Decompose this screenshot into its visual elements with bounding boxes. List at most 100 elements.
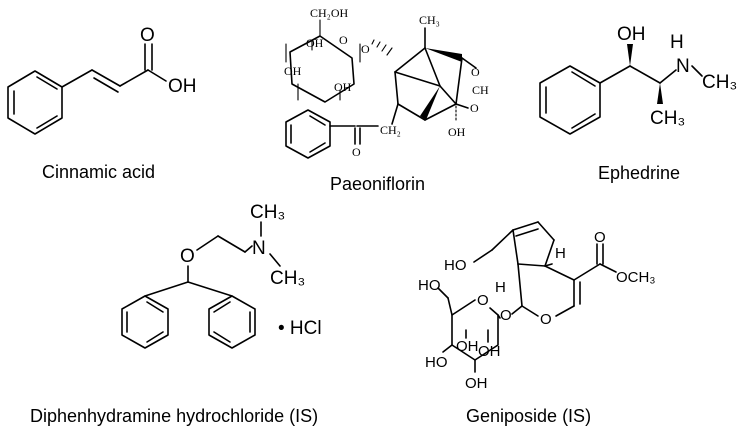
geniposide-ho-ch2-label: HO (418, 277, 441, 294)
diphenhydramine-bond (217, 235, 246, 253)
geniposide-sugar-ring-o-label: O (477, 292, 489, 309)
geniposide-bond (512, 221, 539, 231)
geniposide-bond (544, 239, 555, 267)
paeoniflorin-cage-bond (394, 71, 399, 105)
paeoniflorin-ketone-o-label: O (352, 145, 361, 159)
geniposide-bond (573, 263, 601, 281)
paeoniflorin-ring-double-bond (309, 115, 326, 126)
ephedrine-bond (691, 65, 703, 77)
geniposide-ho-c-label: HO (425, 354, 448, 371)
geniposide-bond (512, 229, 519, 265)
paeoniflorin-caption: Paeoniflorin (330, 174, 425, 194)
geniposide-glycosidic-o-label: O (500, 307, 512, 324)
geniposide-oh-d-label: OH (465, 375, 488, 392)
diphenhydramine-structure: O N CH₃ CH₃ • HCl (121, 202, 322, 349)
ephedrine-bond (629, 65, 661, 84)
paeoniflorin-cage-bond (397, 103, 426, 121)
paeoniflorin-wedge-bond (420, 86, 440, 120)
cinnamic-ring-double-bond (36, 115, 58, 129)
geniposide-bond (491, 229, 514, 251)
ephedrine-ring-double-bond (571, 71, 596, 87)
diphenhydramine-ring-double-bond (146, 301, 164, 313)
paeoniflorin-cage-bond (424, 103, 457, 121)
diphenhydramine-bond (244, 245, 253, 253)
cinnamic-bond (119, 69, 149, 87)
geniposide-ho-top-label: HO (444, 257, 467, 274)
paeoniflorin-ring-double-bond (309, 142, 326, 153)
diphenhydramine-methyl-right-label: CH₃ (270, 268, 305, 289)
ephedrine-caption: Ephedrine (598, 163, 680, 183)
paeoniflorin-methyl-label: CH₃ (419, 13, 440, 27)
ephedrine-ring-double-bond (571, 113, 596, 129)
ephedrine-bond (659, 69, 677, 84)
geniposide-oh-a-label: OH (456, 338, 479, 355)
ephedrine-amine-h-label: H (670, 32, 684, 53)
paeoniflorin-glycosidic-o-label: O (361, 42, 370, 56)
cinnamic-hydroxyl-label: OH (168, 76, 197, 97)
diphenhydramine-salt-label: • HCl (278, 318, 322, 339)
geniposide-bond (521, 305, 539, 317)
diphenhydramine-caption: Diphenhydramine hydrochloride (IS) (30, 406, 318, 426)
geniposide-ester-ome-label: OCH₃ (616, 269, 655, 286)
paeoniflorin-cage-bond (455, 57, 463, 105)
ephedrine-structure: OH H N CH₃ CH₃ (539, 24, 737, 135)
geniposide-ring-o-label: O (540, 311, 552, 328)
diphenhydramine-bond (187, 281, 233, 297)
paeoniflorin-structure: CH₂OH O O OH OH OH CH₃ O CH O OH (284, 6, 489, 159)
diphenhydramine-bond (269, 253, 281, 267)
cinnamic-benzene-ring (7, 70, 63, 135)
paeoniflorin-oh-label: OH (334, 80, 352, 94)
cinnamic-oxygen-label: O (140, 25, 155, 46)
ephedrine-amine-label: N (676, 56, 690, 77)
diphenhydramine-bond (144, 281, 189, 297)
diphenhydramine-benzene-ring-right (208, 295, 256, 349)
ephedrine-c-methyl-label: CH₃ (650, 108, 685, 129)
cinnamic-alkene-bond (91, 69, 121, 87)
geniposide-bond (537, 221, 555, 241)
diphenhydramine-ring-double-bond (213, 301, 231, 313)
geniposide-bond (497, 314, 501, 319)
geniposide-ester-o-label: O (594, 229, 606, 246)
ephedrine-wedge-bond (627, 44, 633, 66)
geniposide-h-top-label: H (555, 245, 566, 262)
cinnamic-acid-caption: Cinnamic acid (42, 162, 155, 182)
diphenhydramine-ring-double-bond (146, 331, 164, 343)
cinnamic-bond (61, 69, 93, 88)
paeoniflorin-cage-bond (424, 47, 441, 87)
ephedrine-n-methyl-label: CH₃ (702, 72, 737, 93)
cinnamic-alkene-bond (93, 77, 119, 93)
geniposide-bond (517, 263, 546, 267)
geniposide-bond (437, 287, 449, 299)
paeoniflorin-cage-bond (394, 47, 426, 73)
paeoniflorin-ch2-bond (391, 103, 399, 125)
geniposide-caption: Geniposide (IS) (466, 406, 591, 426)
diphenhydramine-bond (196, 235, 219, 251)
paeoniflorin-ch-label: CH (472, 83, 489, 97)
geniposide-bond (517, 263, 523, 307)
cinnamic-acid-structure: O OH (7, 25, 197, 135)
paeoniflorin-oh-cage-label: OH (448, 125, 466, 139)
diphenhydramine-methyl-top-label: CH₃ (250, 202, 285, 223)
ephedrine-benzene-ring (539, 65, 601, 135)
geniposide-bond (544, 263, 553, 267)
paeoniflorin-cage-bond (394, 71, 441, 87)
paeoniflorin-hashed-bond (371, 39, 393, 56)
paeoniflorin-cage-bond (461, 57, 477, 69)
diphenhydramine-ring-double-bond (213, 331, 231, 343)
paeoniflorin-ch2-label: CH₂ (380, 123, 401, 137)
paeoniflorin-sugar-o-label: O (339, 33, 348, 47)
cinnamic-bond (147, 69, 167, 82)
geniposide-structure: HO H O H O OCH₃ O O HO HO OH OH (418, 221, 655, 392)
geniposide-bond (599, 263, 617, 273)
geniposide-bond (447, 297, 453, 316)
geniposide-bond (515, 228, 539, 237)
geniposide-bond (555, 305, 575, 317)
paeoniflorin-cage-bond (455, 103, 469, 109)
cinnamic-ring-double-bond (36, 76, 58, 90)
paeoniflorin-benzene-ring (285, 109, 331, 159)
paeoniflorin-wedge-bond (425, 48, 462, 62)
geniposide-bond (473, 249, 493, 263)
diphenhydramine-amine-label: N (252, 238, 266, 259)
paeoniflorin-oh-label: OH (284, 64, 302, 78)
